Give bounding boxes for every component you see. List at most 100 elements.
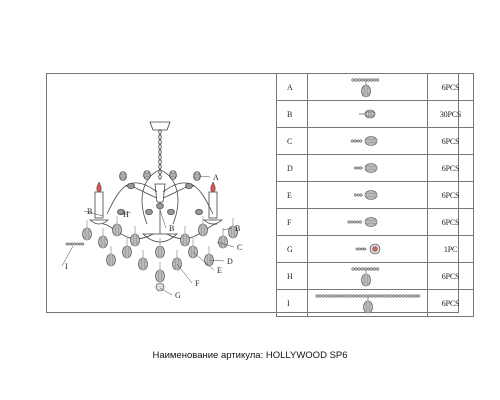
- scroll-arm: [162, 185, 196, 199]
- part-row: I 6PCS: [276, 289, 474, 317]
- crystal-drop: [155, 245, 165, 259]
- callout-label-h: H: [123, 210, 129, 219]
- crystal-a: [119, 171, 127, 181]
- crystal-drop: [198, 223, 208, 237]
- part-row: F 6PCS: [276, 208, 474, 236]
- part-quantity: 6PCS: [427, 262, 474, 290]
- candle-flame: [210, 181, 216, 193]
- crystal: [360, 84, 371, 98]
- part-letter: C: [276, 127, 308, 155]
- crystal-drop: [228, 225, 238, 239]
- crystal: [364, 136, 377, 146]
- chain-link: [158, 134, 162, 140]
- callout-label-b: B: [235, 224, 240, 233]
- crystal-b: [145, 208, 153, 216]
- callout-label-b: B: [169, 224, 174, 233]
- part-row: B 30PCS: [276, 100, 474, 128]
- crystal-drop: [180, 233, 190, 247]
- part-letter: D: [276, 154, 308, 182]
- part-quantity: 30PCS: [427, 100, 474, 128]
- crystal-drop: [155, 269, 165, 283]
- scroll-arm: [102, 223, 154, 240]
- part-row: C 6PCS: [276, 127, 474, 155]
- crystal: [364, 163, 377, 173]
- crystal: [362, 300, 373, 314]
- crystal-drop: [98, 235, 108, 249]
- part-quantity: 6PCS: [427, 127, 474, 155]
- candle-flame: [96, 181, 102, 193]
- chain-link: [158, 129, 162, 135]
- part-letter: G: [276, 235, 308, 263]
- part-quantity: 1PC: [427, 235, 474, 263]
- crystal-drop: [106, 253, 116, 267]
- crystal-drop: [138, 257, 148, 271]
- crystal-b: [185, 182, 193, 190]
- chain-link: [158, 159, 162, 165]
- part-quantity: 6PCS: [427, 181, 474, 209]
- long-bead-string-crystal-icon: [307, 289, 428, 317]
- crystal-drop: [218, 235, 228, 249]
- crystal-b: [127, 182, 135, 190]
- part-row: E 6PCS: [276, 181, 474, 209]
- chain-link: [158, 154, 162, 160]
- center-column: [154, 183, 166, 203]
- parts-table: A 6PCS B 30PCS C 6PCS D 6PCS E 6PCS F 6PCS G 1PC H 6PCS…: [276, 73, 474, 317]
- beaded-oval-crystal-icon: [307, 127, 428, 155]
- callout-label-d: D: [227, 257, 233, 266]
- bobeche: [202, 219, 224, 225]
- callout-label-e: E: [217, 266, 222, 275]
- callout-label-i: I: [65, 262, 68, 271]
- chain-link: [158, 174, 162, 180]
- candle-sleeve: [208, 191, 218, 219]
- scroll-arm: [141, 169, 161, 225]
- part-quantity: 6PCS: [427, 208, 474, 236]
- scroll-arm: [166, 223, 218, 240]
- bottom-ball-crystal-icon: [307, 235, 428, 263]
- chain-link: [158, 169, 162, 175]
- part-row: H 6PCS: [276, 262, 474, 290]
- drop-crystal-with-top-beads-icon: [307, 73, 428, 101]
- chain-link: [158, 164, 162, 170]
- chain-link: [158, 149, 162, 155]
- crystal-b: [156, 202, 164, 210]
- part-letter: B: [276, 100, 308, 128]
- callout-label-g: G: [175, 291, 181, 300]
- scroll-arm: [106, 182, 158, 215]
- callout-label-c: C: [237, 243, 242, 252]
- canopy: [149, 121, 171, 131]
- crystal-drop: [122, 245, 132, 259]
- scroll-arm: [159, 169, 179, 225]
- scroll-arm: [162, 182, 214, 215]
- part-letter: I: [276, 289, 308, 317]
- small-oval-crystal-icon: [307, 100, 428, 128]
- part-letter: E: [276, 181, 308, 209]
- part-quantity: 6PCS: [427, 73, 474, 101]
- callout-label-a: A: [213, 173, 219, 182]
- crystal-a: [193, 171, 201, 181]
- part-quantity: 6PCS: [427, 289, 474, 317]
- chain-link: [158, 139, 162, 145]
- crystal-b: [195, 208, 203, 216]
- bobeche: [88, 219, 110, 225]
- crystal-drop: [82, 227, 92, 241]
- part-row: A 6PCS: [276, 73, 474, 101]
- beaded-oval-crystal-icon: [307, 181, 428, 209]
- part-quantity: 6PCS: [427, 154, 474, 182]
- part-row: G 1PC: [276, 235, 474, 263]
- part-letter: H: [276, 262, 308, 290]
- callout-label-b: B: [87, 207, 92, 216]
- part-letter: F: [276, 208, 308, 236]
- crystal-drop: [112, 223, 122, 237]
- callout-label-f: F: [195, 279, 200, 288]
- article-caption: Наименование артикула: HOLLYWOOD SP6: [152, 350, 348, 361]
- scroll-arm: [124, 185, 158, 199]
- part-letter: A: [276, 73, 308, 101]
- part-row: D 6PCS: [276, 154, 474, 182]
- crystal: [364, 109, 375, 119]
- crystal-b: [167, 208, 175, 216]
- chandelier-drawing: A B B B CDE F G H I: [61, 121, 242, 300]
- beaded-oval-crystal-icon: [307, 208, 428, 236]
- beaded-oval-crystal-icon: [307, 154, 428, 182]
- chain-link: [158, 144, 162, 150]
